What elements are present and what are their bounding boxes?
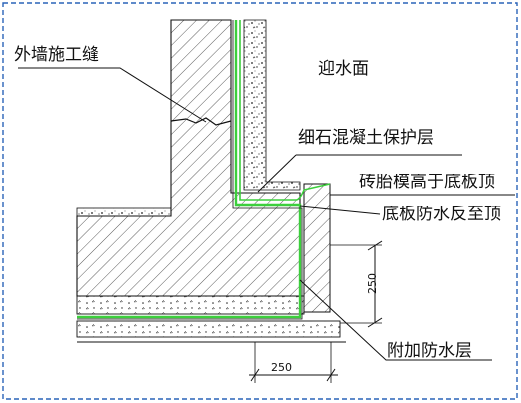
label-wall-joint: 外墙施工缝 (14, 45, 99, 65)
leader-floor-return (299, 205, 381, 215)
cushion-layer (76, 320, 341, 338)
exterior-wall (76, 19, 301, 297)
membrane-outline (77, 20, 303, 320)
label-water-face: 迎水面 (318, 59, 369, 79)
dimension-horizontal: 250 (271, 361, 292, 374)
construction-joint-line (170, 117, 232, 126)
dimension-vertical: 250 (366, 273, 379, 294)
dim-vertical-tick-bottom (367, 317, 383, 328)
waterproof-membrane-return (239, 20, 331, 201)
label-protection-layer: 细石混凝土保护层 (298, 128, 434, 148)
backfill-soil (243, 19, 301, 191)
brick-mold (303, 183, 331, 313)
label-brick-mold: 砖胎模高于底板顶 (359, 174, 495, 191)
label-extra-waterproof: 附加防水层 (387, 341, 472, 361)
waterproof-membrane (77, 20, 302, 319)
leader-protection (257, 154, 297, 193)
leader-wall-joint (18, 67, 207, 123)
wall-step-concrete (76, 207, 172, 217)
frame-border (2, 2, 518, 400)
slab-protection-band (76, 295, 305, 315)
label-floor-return: 底板防水反至顶 (382, 206, 501, 223)
leader-extra-waterproof (299, 279, 492, 361)
dim-vertical-tick-top (367, 240, 383, 251)
